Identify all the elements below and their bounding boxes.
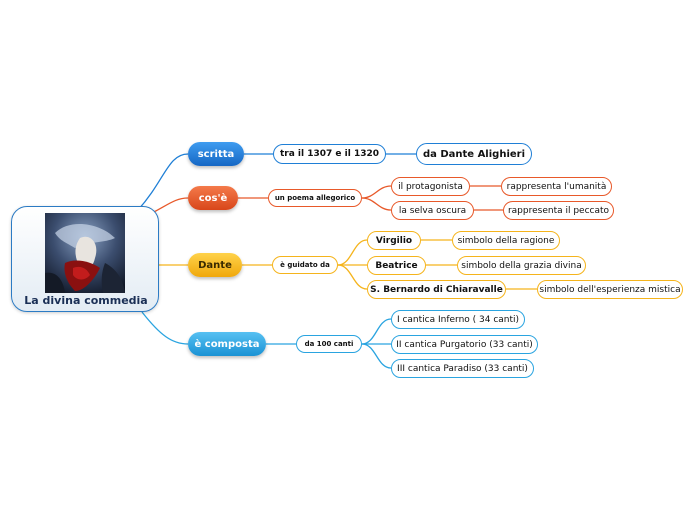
node-virgilio[interactable]: Virgilio <box>367 231 421 250</box>
node-rappresenta-umanita[interactable]: rappresenta l'umanità <box>501 177 612 196</box>
node-rappresenta-peccato[interactable]: rappresenta il peccato <box>503 201 614 220</box>
branch-dante[interactable]: Dante <box>188 253 242 277</box>
node-i-cantica-inferno[interactable]: I cantica Inferno ( 34 canti) <box>391 310 525 329</box>
node-ii-cantica-purgatorio[interactable]: II cantica Purgatorio (33 canti) <box>391 335 538 354</box>
node-s-bernardo-di-chiaravalle[interactable]: S. Bernardo di Chiaravalle <box>367 280 506 299</box>
node-e-guidato-da[interactable]: è guidato da <box>272 256 338 274</box>
node-da-dante-alighieri[interactable]: da Dante Alighieri <box>416 143 532 165</box>
node-simbolo-grazia-divina[interactable]: simbolo della grazia divina <box>457 256 586 275</box>
node-la-selva-oscura[interactable]: la selva oscura <box>391 201 474 220</box>
branch-e-composta[interactable]: è composta <box>188 332 266 356</box>
branch-scritta[interactable]: scritta <box>188 142 244 166</box>
node-da-100-canti[interactable]: da 100 canti <box>296 335 362 353</box>
node-tra-il-1307-e-il-1320[interactable]: tra il 1307 e il 1320 <box>273 144 386 164</box>
dante-painting-image <box>45 213 125 293</box>
root-node[interactable]: La divina commedia <box>11 206 159 312</box>
node-un-poema-allegorico[interactable]: un poema allegorico <box>268 189 362 207</box>
node-beatrice[interactable]: Beatrice <box>367 256 426 275</box>
node-iii-cantica-paradiso[interactable]: III cantica Paradiso (33 canti) <box>391 359 534 378</box>
root-title: La divina commedia <box>24 294 148 307</box>
node-simbolo-esperienza-mistica[interactable]: simbolo dell'esperienza mistica <box>537 280 683 299</box>
node-il-protagonista[interactable]: il protagonista <box>391 177 470 196</box>
branch-cose[interactable]: cos'è <box>188 186 238 210</box>
node-simbolo-ragione[interactable]: simbolo della ragione <box>452 231 560 250</box>
